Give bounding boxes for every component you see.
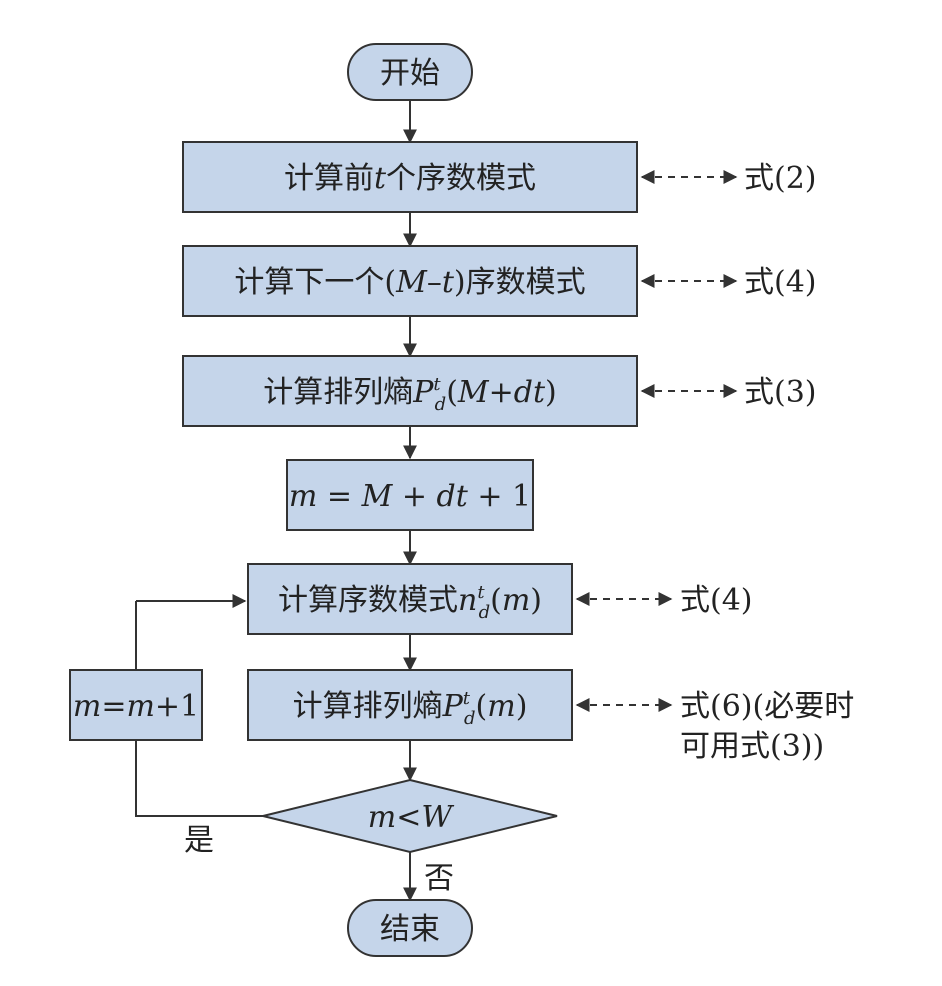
- yes-label: 是: [184, 823, 214, 858]
- start-terminal: [347, 43, 473, 101]
- init-label: m = M + dt + 1: [289, 479, 531, 514]
- increment-box: [69, 669, 203, 741]
- step1-label: 计算前t个序数模式: [284, 161, 536, 196]
- decision-label: m<W: [368, 800, 455, 835]
- ref-label-1: 式(2): [744, 161, 817, 196]
- increment-label: m=m+1: [73, 689, 199, 724]
- end-label: 结束: [380, 912, 440, 947]
- start-label: 开始: [380, 56, 440, 91]
- loop-line-yes: [135, 740, 263, 817]
- init-box: [286, 459, 534, 531]
- no-label: 否: [424, 861, 454, 896]
- step2-box: [182, 245, 638, 317]
- step5-box: [247, 669, 573, 741]
- ref-label-3: 式(3): [744, 375, 817, 410]
- step3-box: [182, 355, 638, 427]
- ref-label-5-line2: 可用式(3)): [680, 729, 824, 764]
- ref-label-4: 式(4): [680, 583, 753, 618]
- ref-label-2: 式(4): [744, 265, 817, 300]
- step4-box: [247, 563, 573, 635]
- decision-diamond: [262, 778, 558, 854]
- end-terminal: [347, 899, 473, 957]
- step2-label: 计算下一个(M–t)序数模式: [234, 265, 585, 300]
- ref-label-5-line1: 式(6)(必要时: [680, 689, 854, 724]
- step1-box: [182, 141, 638, 213]
